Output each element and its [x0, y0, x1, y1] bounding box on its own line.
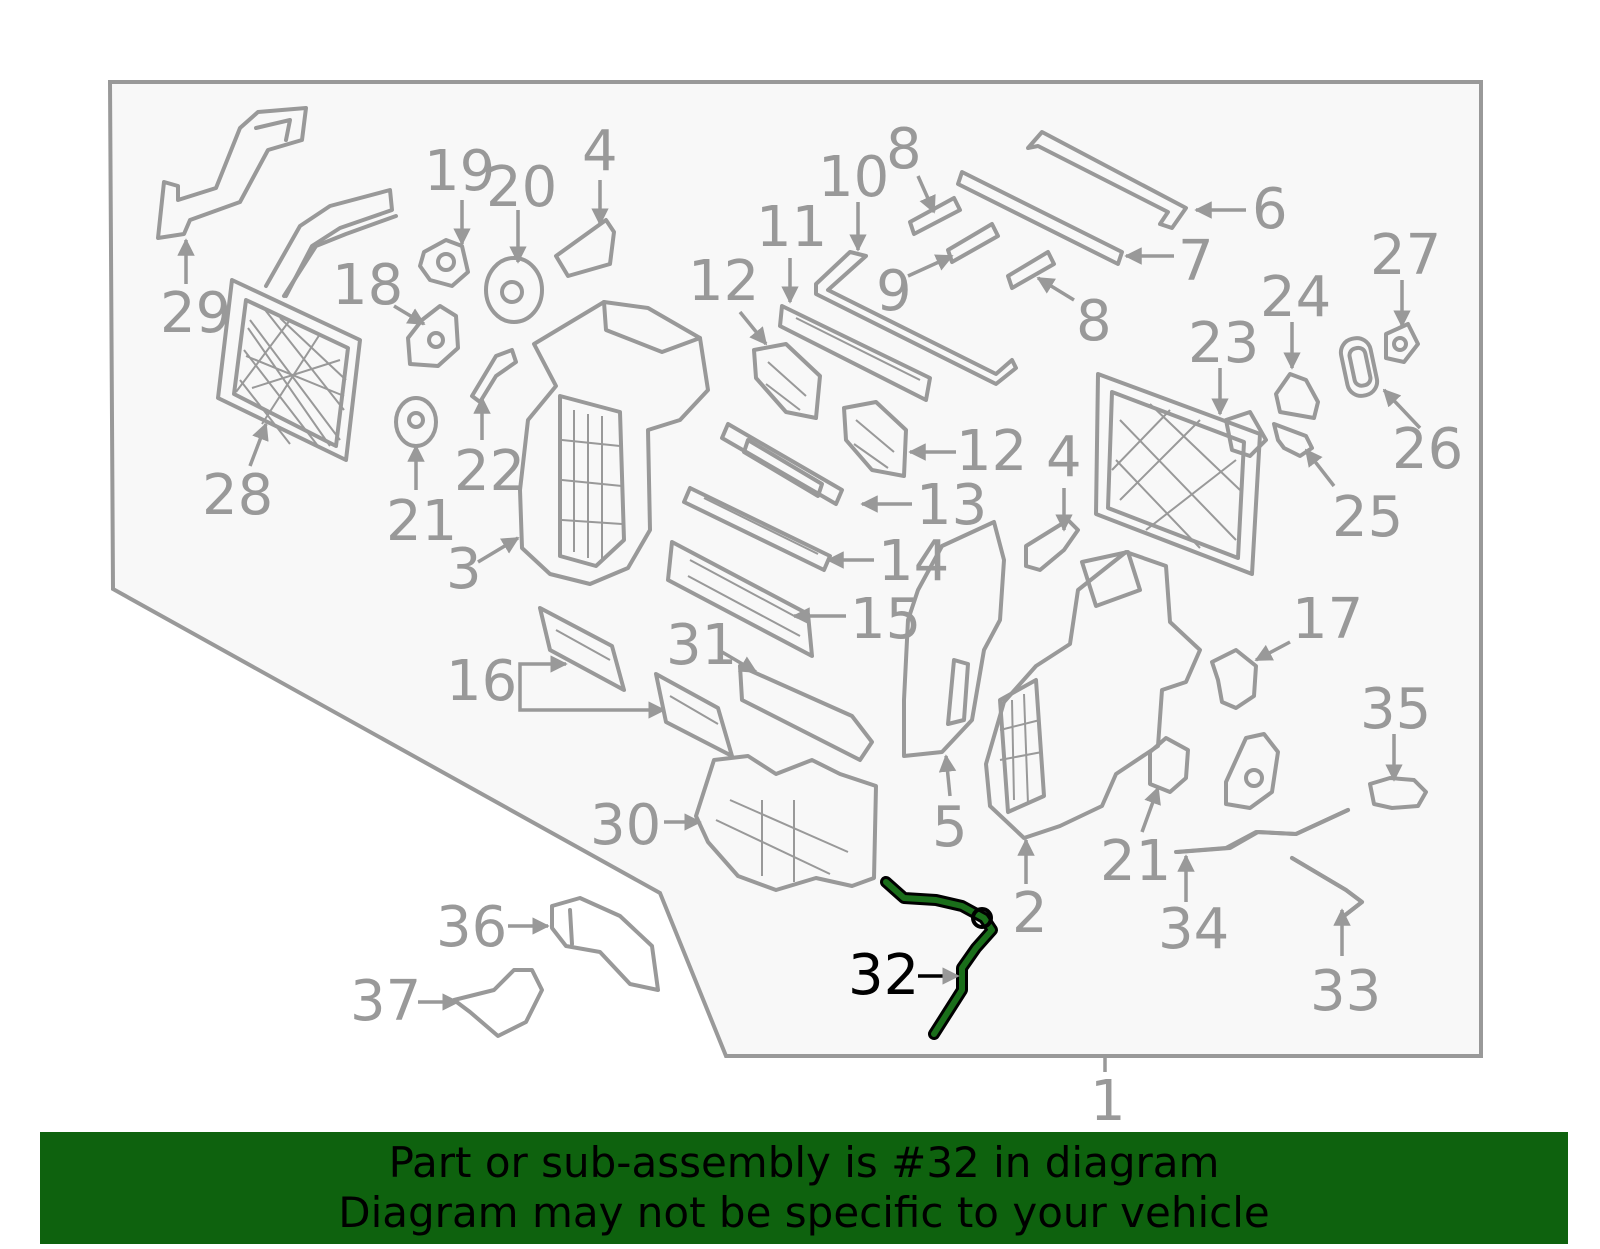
callout-12-bottom: 12	[956, 419, 1027, 484]
callout-13: 13	[916, 473, 987, 538]
part-5-duct	[902, 520, 1006, 758]
callout-36: 36	[436, 895, 507, 960]
callout-32-highlighted: 32	[848, 943, 919, 1008]
callout-31: 31	[666, 613, 737, 678]
part-21-lower	[1148, 736, 1190, 794]
part-16-upper-door	[538, 606, 626, 692]
callout-33: 33	[1310, 959, 1381, 1024]
callout-10: 10	[818, 145, 889, 210]
part-12-upper-door	[752, 342, 822, 420]
callout-2: 2	[1012, 881, 1048, 946]
callout-4-bottom: 4	[1046, 425, 1082, 490]
callout-21-left: 21	[386, 489, 457, 554]
callout-17: 17	[1292, 587, 1363, 652]
part-30-lower-case	[694, 754, 878, 892]
part-33-tube	[1290, 856, 1364, 918]
callout-35: 35	[1360, 677, 1431, 742]
callout-21-right: 21	[1100, 829, 1171, 894]
part-34-tube	[1174, 808, 1350, 854]
part-26-seal	[1338, 336, 1380, 398]
callout-18: 18	[332, 253, 403, 318]
part-31-rail	[738, 664, 874, 762]
info-banner: Part or sub-assembly is #32 in diagram D…	[40, 1132, 1568, 1244]
callout-4-top: 4	[582, 119, 618, 184]
part-37-bracket	[452, 968, 544, 1038]
part-36-duct	[550, 896, 660, 992]
part-14-damper	[682, 486, 832, 572]
part-13-damper	[720, 422, 844, 506]
part-3-case-left	[518, 300, 710, 586]
assembly-panel	[107, 80, 1483, 1058]
callout-6: 6	[1252, 177, 1288, 242]
part-29-bracket	[156, 106, 308, 240]
callout-12-top: 12	[688, 249, 759, 314]
callout-8-bottom: 8	[1076, 289, 1112, 354]
part-6-seal-loop	[1026, 130, 1188, 230]
part-2-case-right	[984, 550, 1202, 840]
part-4-upper-bracket	[554, 218, 616, 278]
leader-lines	[177, 175, 1422, 1011]
callout-15: 15	[850, 587, 921, 652]
callout-19: 19	[424, 139, 495, 204]
callout-24: 24	[1260, 265, 1331, 330]
part-11-strip	[778, 304, 932, 402]
callout-16: 16	[446, 649, 517, 714]
banner-line-2: Diagram may not be specific to your vehi…	[338, 1188, 1270, 1237]
part-10-seal	[814, 250, 1018, 386]
part-28-heater-core	[216, 188, 398, 462]
callout-11: 11	[756, 195, 827, 260]
callout-23: 23	[1188, 311, 1259, 376]
callout-25: 25	[1332, 485, 1403, 550]
part-12-lower-door	[842, 400, 908, 478]
part-32-hose-highlighted	[880, 876, 998, 1040]
part-8-upper-block	[908, 196, 962, 236]
banner-line-1: Part or sub-assembly is #32 in diagram	[388, 1138, 1220, 1187]
part-17-sensor	[1210, 648, 1258, 710]
callout-8-top: 8	[886, 117, 922, 182]
part-actuator-right	[1224, 732, 1280, 810]
callout-34: 34	[1158, 897, 1229, 962]
callout-3: 3	[446, 537, 482, 602]
callout-7: 7	[1178, 229, 1214, 294]
part-24-grommet	[1274, 372, 1320, 420]
part-7-strip	[956, 170, 1124, 266]
callout-14: 14	[878, 529, 949, 594]
callout-28: 28	[202, 463, 273, 528]
part-15-damper	[666, 540, 814, 658]
part-8-lower-block	[1006, 250, 1056, 290]
callout-26: 26	[1392, 417, 1463, 482]
callout-37: 37	[350, 969, 421, 1034]
callout-5: 5	[932, 795, 968, 860]
part-25-clip	[1272, 422, 1314, 458]
callout-20: 20	[486, 155, 557, 220]
callout-30: 30	[590, 793, 661, 858]
callout-27: 27	[1370, 223, 1441, 288]
part-23-evaporator	[1094, 372, 1262, 576]
callout-9: 9	[876, 259, 912, 324]
callout-22: 22	[454, 439, 525, 504]
part-19-actuator	[418, 238, 470, 288]
part-23-fitting	[1224, 410, 1268, 458]
callout-29: 29	[160, 281, 231, 346]
callout-1: 1	[1090, 1069, 1126, 1134]
